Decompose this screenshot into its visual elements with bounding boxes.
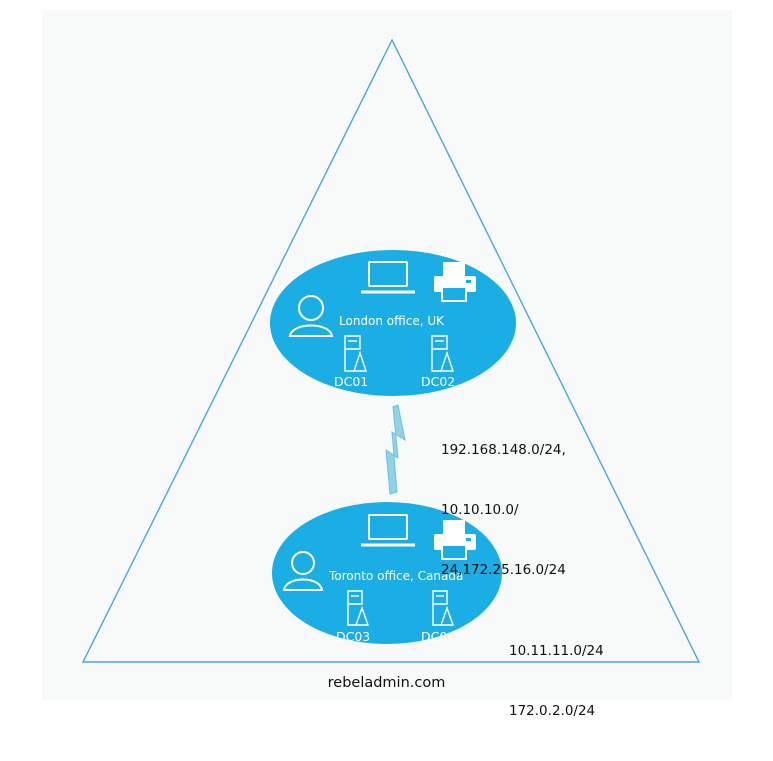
subnet-line: 10.11.11.0/24 — [509, 643, 604, 659]
london-subnets: 192.168.148.0/24, 10.10.10.0/ 24,172.25.… — [441, 400, 566, 620]
user-icon — [288, 295, 334, 337]
site-label: Toronto office, Canada — [328, 569, 463, 583]
wan-link-icon — [385, 404, 406, 495]
site-label: London office, UK — [339, 314, 445, 328]
laptop-icon — [361, 261, 415, 294]
site-london: London office, UK DC01 DC02 — [270, 250, 516, 396]
domain-label: rebeladmin.com — [327, 675, 446, 691]
diagram-canvas: London office, UK DC01 DC02 — [81, 38, 701, 719]
dc-label: DC01 — [334, 374, 368, 389]
server-icon — [432, 590, 454, 626]
server-icon — [347, 590, 369, 626]
subnet-line: 172.0.2.0/24 — [509, 703, 596, 719]
user-icon — [282, 551, 324, 591]
domain-triangle — [81, 38, 701, 663]
subnet-line: 24,172.25.16.0/24 — [441, 562, 566, 578]
subnet-line: 192.168.148.0/24, — [441, 442, 566, 458]
site-toronto: Toronto office, Canada DC03 DC04 — [272, 502, 502, 644]
diagram-svg: London office, UK DC01 DC02 — [81, 38, 701, 663]
laptop-icon — [361, 514, 415, 547]
toronto-subnets: 10.11.11.0/24 172.0.2.0/24 — [509, 601, 604, 761]
server-icon — [431, 335, 454, 372]
dc-label: DC02 — [421, 374, 455, 389]
printer-icon — [434, 262, 476, 302]
dc-label: DC03 — [336, 629, 370, 644]
server-icon — [344, 335, 367, 372]
printer-icon — [434, 520, 476, 560]
subnet-line: 10.10.10.0/ — [441, 502, 519, 518]
dc-label: DC04 — [421, 629, 455, 644]
